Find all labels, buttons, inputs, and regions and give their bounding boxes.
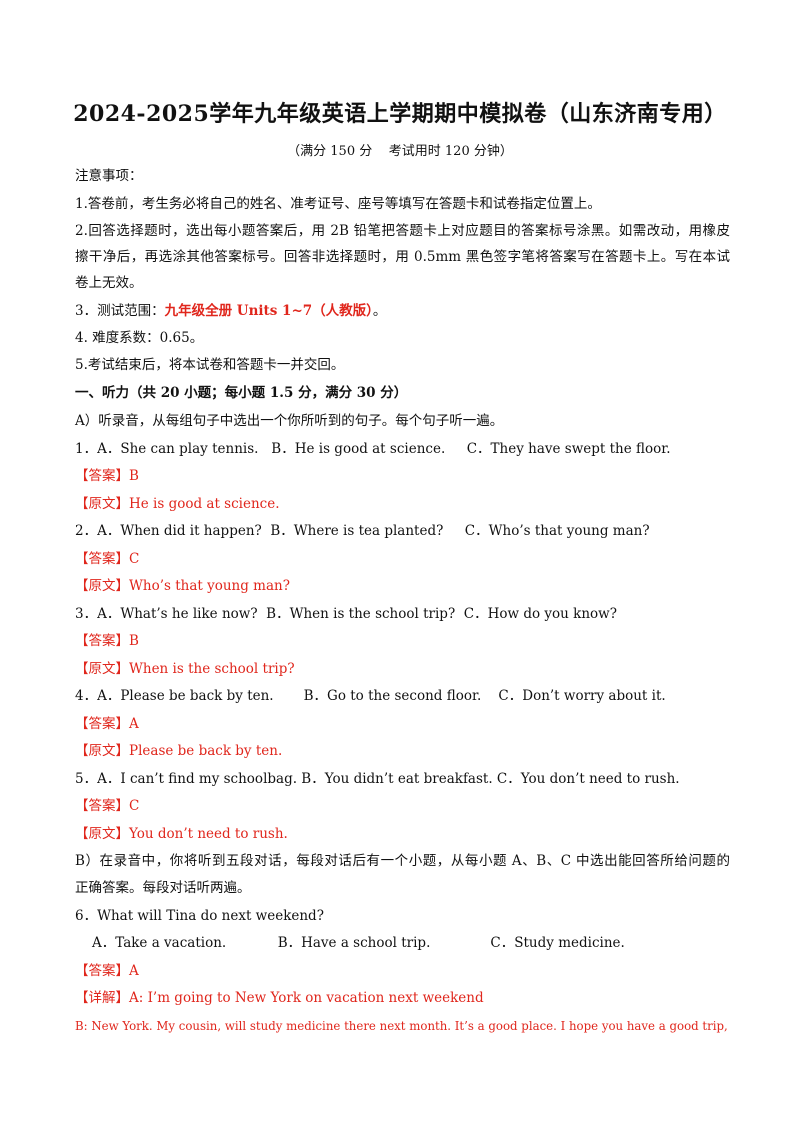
question-6-options: A．Take a vacation. B．Have a school trip.…	[92, 935, 625, 951]
question-6-detail-line-2: B: New York. My cousin, will study medic…	[75, 1019, 728, 1033]
note-item-2-line-3: 卷上无效。	[75, 275, 143, 291]
question-2-source: 【原文】Who’s that young man?	[75, 578, 290, 594]
question-6-detail-line-1: A: I’m going to New York on vacation nex…	[129, 990, 484, 1006]
note-item-3: 3．测试范围：九年级全册 Units 1~7（人教版）。	[75, 301, 730, 321]
question-5-options: 5．A．I can’t find my schoolbag. B．You did…	[75, 771, 680, 787]
note-item-3-suffix: 。	[372, 303, 387, 319]
question-3-source: 【原文】When is the school trip?	[75, 661, 295, 677]
question-1-source: 【原文】He is good at science.	[75, 496, 280, 512]
test-scope: 九年级全册 Units 1~7（人教版）	[164, 303, 373, 319]
note-item-2-line-1: 2.回答选择题时，选出每小题答案后，用 2B 铅笔把答题卡上对应题目的答案标号涂…	[75, 223, 730, 239]
question-1-options: 1．A．She can play tennis. B．He is good at…	[75, 441, 671, 457]
note-item-3-prefix: 3．测试范围：	[75, 303, 165, 319]
note-item-5: 5.考试结束后，将本试卷和答题卡一并交回。	[75, 357, 345, 373]
exam-title: 2024-2025学年九年级英语上学期期中模拟卷（山东济南专用）	[73, 101, 727, 127]
question-4-options: 4．A．Please be back by ten. B．Go to the s…	[75, 688, 666, 704]
part-a-instruction: A）听录音，从每组句子中选出一个你所听到的句子。每个句子听一遍。	[75, 413, 504, 429]
question-2-options: 2．A．When did it happen? B．Where is tea p…	[75, 523, 650, 539]
question-3-options: 3．A．What’s he like now? B．When is the sc…	[75, 606, 617, 622]
question-6-detail: 【详解】A: I’m going to New York on vacation…	[75, 988, 730, 1008]
question-4-answer: 【答案】A	[75, 716, 139, 732]
question-5-source: 【原文】You don’t need to rush.	[75, 826, 288, 842]
note-item-1: 1.答卷前，考生务必将自己的姓名、准考证号、座号等填写在答题卡和试卷指定位置上。	[75, 196, 601, 212]
notes-heading: 注意事项：	[75, 168, 143, 184]
section-listening-heading: 一、听力（共 20 小题；每小题 1.5 分，满分 30 分）	[75, 385, 408, 401]
part-b-instruction-line-1: B）在录音中，你将听到五段对话，每段对话后有一个小题，从每小题 A、B、C 中选…	[75, 853, 730, 869]
question-4-source: 【原文】Please be back by ten.	[75, 743, 283, 759]
question-5-answer: 【答案】C	[75, 798, 140, 814]
question-6-answer: 【答案】A	[75, 963, 139, 979]
note-item-2-line-2: 擦干净后，再选涂其他答案标号。回答非选择题时，用 0.5mm 黑色签字笔将答案写…	[75, 249, 730, 265]
question-3-answer: 【答案】B	[75, 633, 139, 649]
question-6-stem: 6．What will Tina do next weekend?	[75, 908, 324, 924]
note-item-4: 4. 难度系数：0.65。	[75, 330, 204, 346]
question-1-answer: 【答案】B	[75, 468, 139, 484]
question-6-detail-label: 【详解】	[75, 990, 129, 1006]
exam-subtitle: （满分 150 分 考试用时 120 分钟）	[287, 144, 513, 159]
question-2-answer: 【答案】C	[75, 551, 140, 567]
part-b-instruction-line-2: 正确答案。每段对话听两遍。	[75, 880, 251, 896]
